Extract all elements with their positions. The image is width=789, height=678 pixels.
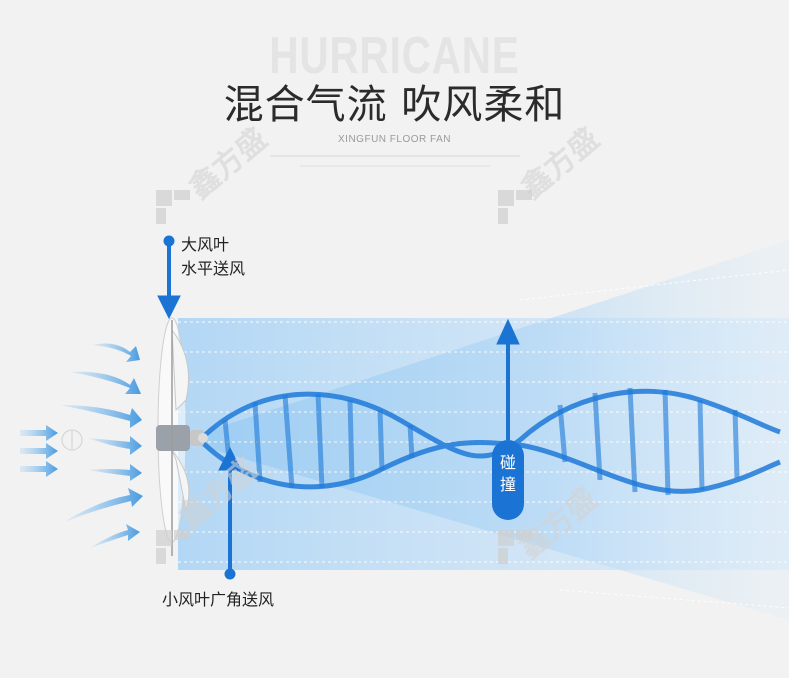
small-blade-arrow bbox=[218, 446, 242, 580]
page-subtitle: XINGFUN FLOOR FAN bbox=[338, 134, 451, 145]
big-blade-arrow bbox=[157, 235, 181, 320]
collision-badge: 碰 撞 bbox=[492, 440, 524, 520]
background-word: HURRICANE bbox=[269, 27, 520, 85]
watermark-text-1: 鑫方盛 bbox=[515, 121, 606, 206]
collision-badge-line2: 撞 bbox=[499, 475, 516, 494]
page-title: 混合气流 吹风柔和 bbox=[223, 82, 566, 128]
big-blade-label-line2: 水平送风 bbox=[181, 259, 246, 278]
watermark-text-4: 鑫方盛 bbox=[183, 121, 274, 206]
small-blade-label: 小风叶广角送风 bbox=[162, 590, 275, 609]
watermark-logo-icon bbox=[156, 190, 532, 564]
wide-angle-beam bbox=[180, 240, 789, 620]
flow-guide-lines bbox=[178, 269, 789, 609]
collision-arrow bbox=[496, 318, 520, 440]
helix-rungs bbox=[222, 387, 740, 496]
fan-icon bbox=[156, 317, 208, 556]
wind-arrow-icon bbox=[20, 343, 143, 548]
big-blade-label: 大风叶 水平送风 bbox=[181, 233, 245, 281]
small-fan-icon bbox=[61, 429, 83, 451]
collision-badge-line1: 碰 bbox=[499, 453, 516, 472]
big-blade-label-line1: 大风叶 bbox=[181, 235, 230, 254]
